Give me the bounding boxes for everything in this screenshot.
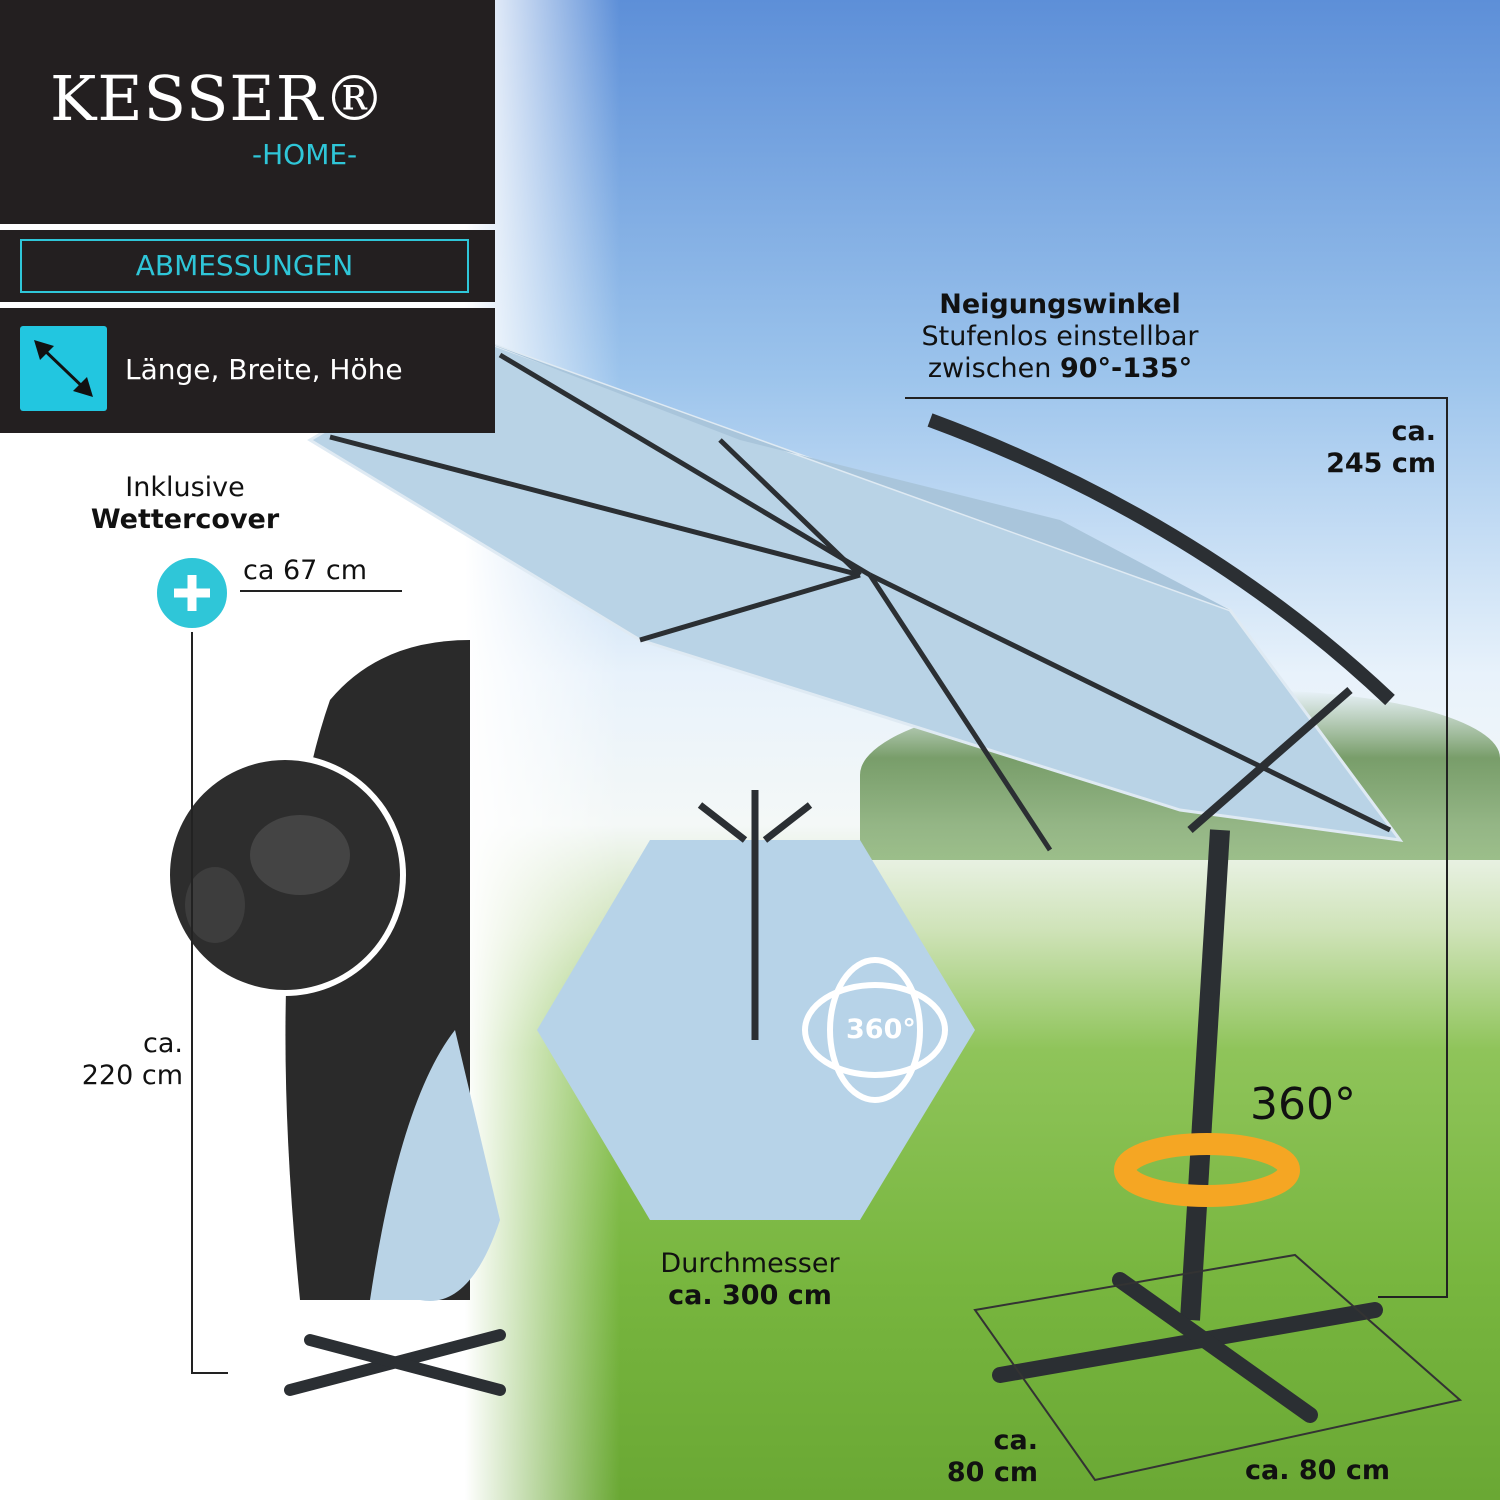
tilt-prefix: zwischen <box>927 353 1060 384</box>
tilt-line3: zwischen 90°-135° <box>900 353 1220 385</box>
brand-subtitle: -HOME- <box>252 138 358 171</box>
height-value: 245 cm <box>1326 448 1436 479</box>
tilt-range: 90°-135° <box>1059 353 1193 384</box>
height-ca: ca. <box>1391 416 1436 447</box>
diameter-label: Durchmesser <box>660 1248 840 1279</box>
rotation-arrow-icon <box>1114 1133 1300 1207</box>
tilt-title: Neigungswinkel <box>939 289 1181 320</box>
cover-height-ca: ca. <box>143 1028 183 1059</box>
feature-panel: Länge, Breite, Höhe <box>0 308 495 433</box>
base-depth: 80 cm <box>946 1457 1038 1488</box>
cover-label-line2: Wettercover <box>90 504 280 535</box>
diameter-360-badge: 360° <box>846 1014 916 1045</box>
base-depth-ca: ca. <box>993 1425 1038 1456</box>
cover-width: ca 67 cm <box>243 555 368 586</box>
brand-logo: KESSER® <box>50 62 387 135</box>
section-title: ABMESSUNGEN <box>20 239 469 293</box>
360-rotation-icon <box>802 957 948 1103</box>
rotation-label: 360° <box>1250 1079 1356 1130</box>
tilt-line2: Stufenlos einstellbar <box>921 321 1199 352</box>
section-panel: ABMESSUNGEN <box>0 230 495 302</box>
resize-arrows-icon <box>20 326 107 411</box>
base-width: ca. 80 cm <box>1245 1455 1390 1486</box>
feature-label: Länge, Breite, Höhe <box>125 353 403 386</box>
cover-height: 220 cm <box>81 1060 183 1091</box>
cover-label-line1: Inklusive <box>125 472 245 503</box>
brand-panel: KESSER® -HOME- <box>0 0 495 224</box>
diameter-value: ca. 300 cm <box>668 1280 832 1311</box>
